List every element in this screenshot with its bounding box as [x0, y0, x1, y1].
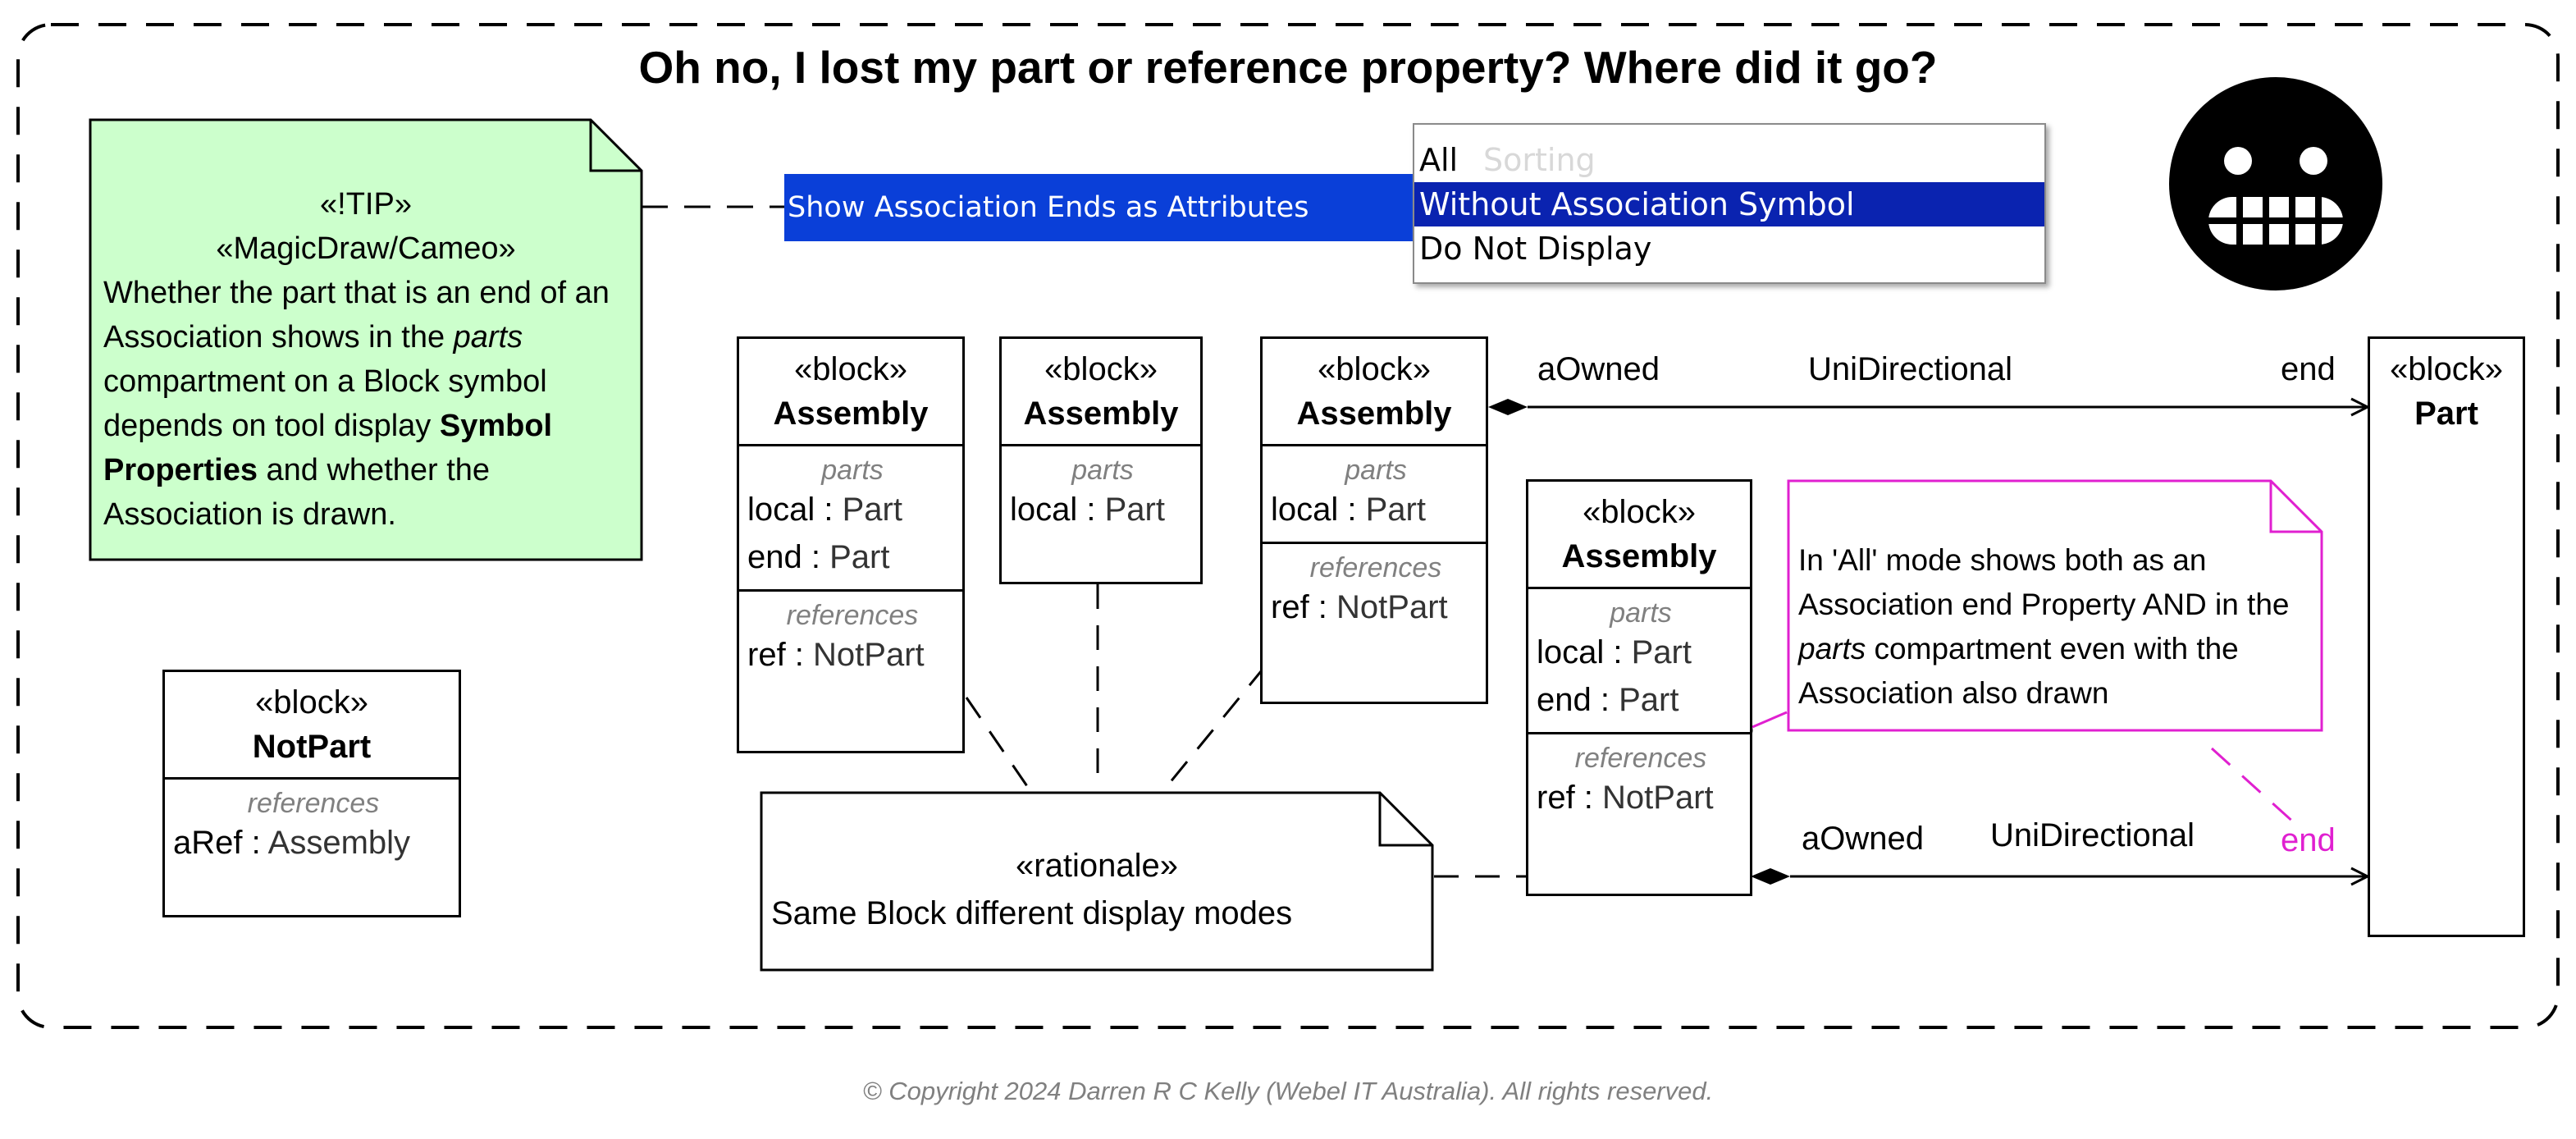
- bottom-association-diamond: [1751, 868, 1790, 885]
- reference-property-ref[interactable]: ref : NotPart: [1537, 780, 1714, 816]
- part-property-local[interactable]: local : Part: [1010, 492, 1165, 528]
- grimacing-face-icon: [2169, 77, 2382, 290]
- block-notpart[interactable]: «block» NotPart references aRef : Assembl…: [162, 670, 461, 917]
- top-association-source-end: aOwned: [1537, 351, 1660, 387]
- rationale-text: Same Block different display modes: [771, 895, 1293, 931]
- block-stereotype: «block»: [1583, 494, 1696, 530]
- block-assembly-without-association[interactable]: «block» Assembly parts local : Part: [999, 336, 1203, 584]
- compartment-title: parts: [1345, 455, 1407, 486]
- all-mode-note-text: In 'All' mode shows both as an Associati…: [1798, 543, 2290, 710]
- rationale-stereotype: «rationale»: [1016, 848, 1178, 884]
- block-assembly-all-with-association[interactable]: «block» Assembly parts local : Part end :…: [1526, 479, 1752, 896]
- references-compartment: references ref : NotPart: [739, 592, 962, 687]
- bottom-association-target-end: end: [2281, 822, 2336, 858]
- dropdown-option-all[interactable]: All Sorting: [1414, 138, 2044, 182]
- block-name: Part: [2414, 396, 2478, 432]
- rationale-anchor-assembly1: [965, 697, 1029, 787]
- tip-note-shape: [89, 118, 643, 561]
- top-association-diamond: [1488, 399, 1528, 415]
- compartment-title: parts: [1610, 597, 1672, 629]
- block-stereotype: «block»: [255, 684, 368, 720]
- tip-body: Whether the part that is an end of an As…: [103, 276, 610, 532]
- top-association-target-end: end: [2281, 351, 2336, 387]
- part-property-end[interactable]: end : Part: [747, 539, 890, 575]
- block-stereotype: «block»: [1044, 351, 1158, 387]
- rationale-anchor-assembly3: [1160, 666, 1267, 794]
- references-compartment: references aRef : Assembly: [165, 780, 459, 875]
- block-name: NotPart: [252, 729, 372, 765]
- parts-compartment: parts local : Part end : Part: [739, 446, 962, 592]
- diagram-frame: [16, 23, 2560, 1029]
- block-name: Assembly: [1296, 396, 1452, 432]
- block-stereotype: «block»: [2390, 351, 2503, 387]
- block-name: Assembly: [1561, 538, 1717, 574]
- part-property-local[interactable]: local : Part: [747, 492, 902, 528]
- reference-property-aref[interactable]: aRef : Assembly: [173, 825, 411, 861]
- block-name: Assembly: [1023, 396, 1179, 432]
- association-ends-display-dropdown[interactable]: All Sorting Without Association Symbol D…: [1413, 123, 2046, 284]
- parts-compartment: parts local : Part: [1002, 446, 1200, 542]
- block-name: Assembly: [773, 396, 929, 432]
- magenta-note-anchor-end-label: [2210, 747, 2297, 826]
- compartment-title: references: [247, 788, 380, 819]
- bottom-association-source-end: aOwned: [1802, 821, 1924, 857]
- block-part[interactable]: «block» Part: [2368, 336, 2525, 937]
- compartment-title: parts: [821, 455, 884, 486]
- top-association-name: UniDirectional: [1808, 351, 2012, 387]
- bottom-association-name: UniDirectional: [1990, 817, 2195, 853]
- dropdown-ghost-text: Sorting: [1483, 142, 1596, 178]
- rationale-note: «rationale» Same Block different display…: [760, 791, 1434, 972]
- references-compartment: references ref : NotPart: [1263, 544, 1486, 639]
- rationale-note-shape: [760, 791, 1434, 972]
- parts-compartment: parts local : Part end : Part: [1528, 589, 1750, 734]
- compartment-title: references: [1574, 743, 1707, 774]
- reference-property-ref[interactable]: ref : NotPart: [747, 637, 925, 673]
- all-mode-note: In 'All' mode shows both as an Associati…: [1787, 479, 2323, 732]
- magenta-note-anchor-end-property: [1752, 711, 1788, 729]
- page-title: Oh no, I lost my part or reference prope…: [638, 42, 1938, 93]
- block-stereotype: «block»: [794, 351, 907, 387]
- dropdown-option-do-not-display[interactable]: Do Not Display: [1419, 231, 1652, 267]
- copyright-notice: © Copyright 2024 Darren R C Kelly (Webel…: [862, 1077, 1714, 1105]
- tip-tool-stereotype: «MagicDraw/Cameo»: [216, 231, 516, 266]
- part-property-end[interactable]: end : Part: [1537, 682, 1679, 718]
- part-property-local[interactable]: local : Part: [1537, 634, 1692, 670]
- compartment-title: references: [786, 600, 919, 631]
- parts-compartment: parts local : Part: [1263, 446, 1486, 544]
- block-assembly-association-drawn[interactable]: «block» Assembly parts local : Part refer…: [1260, 336, 1488, 704]
- references-compartment: references ref : NotPart: [1528, 734, 1750, 830]
- reference-property-ref[interactable]: ref : NotPart: [1271, 589, 1448, 625]
- all-mode-note-shape: [1787, 479, 2323, 732]
- tip-note: «!TIP» «MagicDraw/Cameo» Whether the par…: [89, 118, 643, 561]
- compartment-title: parts: [1071, 455, 1134, 486]
- compartment-title: references: [1309, 552, 1442, 583]
- association-ends-display-label: Show Association Ends as Attributes: [784, 174, 1416, 241]
- tip-stereotype: «!TIP»: [320, 187, 412, 222]
- dropdown-option-without-association-symbol[interactable]: Without Association Symbol: [1414, 182, 2044, 226]
- block-stereotype: «block»: [1318, 351, 1431, 387]
- block-assembly-all[interactable]: «block» Assembly parts local : Part end :…: [737, 336, 965, 753]
- part-property-local[interactable]: local : Part: [1271, 492, 1426, 528]
